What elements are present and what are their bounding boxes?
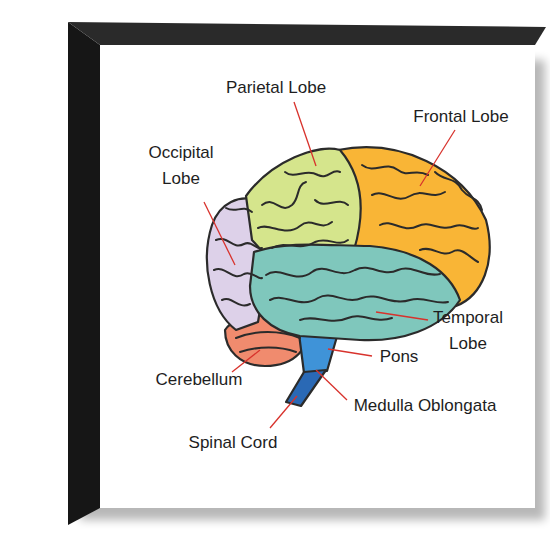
- temporal-lobe: [250, 245, 460, 341]
- part-label: Temporal Lobe: [426, 305, 510, 358]
- part-label: Occipital Lobe: [139, 140, 223, 193]
- frame-left-side: [68, 22, 100, 525]
- frame-top-side: [68, 22, 546, 45]
- part-label: Pons: [380, 344, 419, 370]
- part-label: Frontal Lobe: [413, 104, 508, 130]
- part-label: Parietal Lobe: [226, 75, 326, 101]
- spinal-cord: [286, 370, 326, 406]
- canvas-face: [100, 45, 535, 508]
- part-label: Medulla Oblongata: [354, 393, 497, 419]
- part-label: Spinal Cord: [189, 430, 278, 456]
- part-label: Cerebellum: [156, 367, 243, 393]
